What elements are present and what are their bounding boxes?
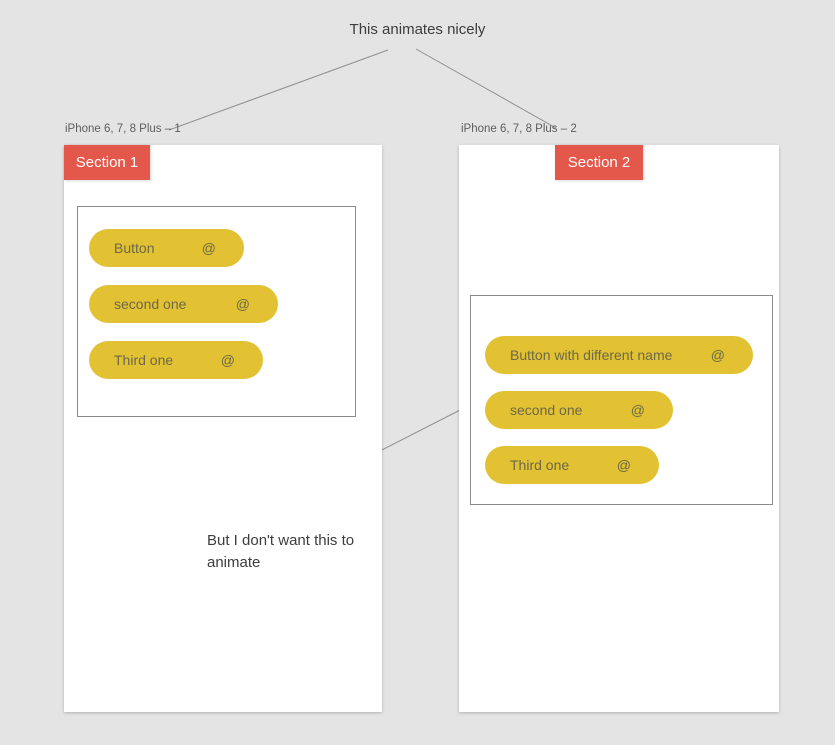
- section-2-tab[interactable]: Section 2: [555, 145, 643, 180]
- at-icon: @: [616, 457, 631, 473]
- button-label: Button with different name: [510, 347, 673, 363]
- section-1-tab[interactable]: Section 1: [64, 145, 150, 180]
- annotation-bottom-line2: animate: [207, 554, 261, 571]
- artboard-label-2[interactable]: iPhone 6, 7, 8 Plus – 2: [461, 123, 577, 135]
- at-icon: @: [630, 402, 645, 418]
- button-group-box-2[interactable]: Button with different name @ second one …: [470, 295, 773, 505]
- at-icon: @: [235, 296, 250, 312]
- button-second-one[interactable]: second one @: [485, 391, 673, 429]
- at-icon: @: [710, 347, 725, 363]
- button-with-different-name[interactable]: Button with different name @: [485, 336, 753, 374]
- button-label: Third one: [510, 457, 570, 473]
- artboard-iphone-2[interactable]: Section 2 Button with different name @ s…: [459, 145, 779, 712]
- button-first[interactable]: Button @: [89, 229, 244, 267]
- connector-line-top-right: [415, 48, 557, 129]
- button-label: second one: [114, 296, 187, 312]
- button-group-box-1[interactable]: Button @ second one @ Third one @: [77, 206, 356, 417]
- button-label: Third one: [114, 352, 174, 368]
- annotation-top-text: This animates nicely: [349, 21, 486, 38]
- artboard-label-1[interactable]: iPhone 6, 7, 8 Plus – 1: [65, 123, 181, 135]
- at-icon: @: [201, 240, 216, 256]
- button-label: Button: [114, 240, 155, 256]
- button-third-one[interactable]: Third one @: [89, 341, 263, 379]
- artboard-iphone-1[interactable]: Section 1 Button @ second one @ Third on…: [64, 145, 382, 712]
- connector-line-top-left: [168, 49, 389, 131]
- button-second-one[interactable]: second one @: [89, 285, 278, 323]
- at-icon: @: [220, 352, 235, 368]
- annotation-bottom-line1: But I don't want this to: [207, 532, 355, 549]
- button-third-one[interactable]: Third one @: [485, 446, 659, 484]
- button-label: second one: [510, 402, 583, 418]
- annotation-bottom-text: But I don't want this to animate: [207, 530, 377, 574]
